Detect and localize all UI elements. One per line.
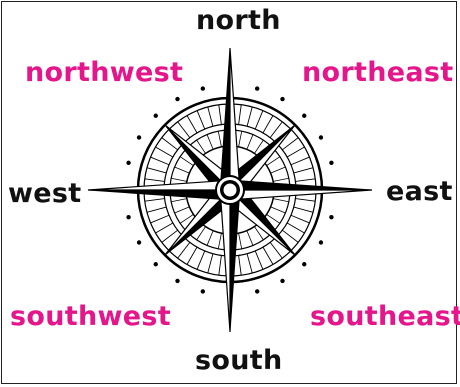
inner-tick xyxy=(171,178,187,181)
ring-dot xyxy=(302,114,306,118)
degree-tick xyxy=(162,138,178,150)
degree-tick xyxy=(162,230,178,242)
inner-tick xyxy=(247,231,253,246)
ring-dot xyxy=(302,262,306,266)
cardinal-point-light xyxy=(230,48,239,190)
degree-tick xyxy=(291,215,309,223)
degree-tick xyxy=(197,251,205,269)
cardinal-point-dark xyxy=(230,181,372,190)
ring-dot xyxy=(319,135,323,139)
ring-dot xyxy=(329,215,333,219)
degree-tick xyxy=(178,122,190,138)
ring-dot xyxy=(137,135,141,139)
degree-tick xyxy=(239,105,242,125)
degree-tick xyxy=(295,179,315,182)
cardinal-point-light xyxy=(221,190,230,332)
degree-tick xyxy=(287,147,304,157)
cardinal-point-dark xyxy=(230,190,239,332)
ring-dot xyxy=(175,97,179,101)
degree-tick xyxy=(255,111,263,129)
degree-tick xyxy=(282,138,298,150)
degree-tick xyxy=(247,254,252,273)
cardinal-point-dark xyxy=(88,190,230,199)
degree-tick xyxy=(219,105,222,125)
degree-tick xyxy=(208,107,213,126)
degree-tick xyxy=(197,111,205,129)
inner-tick xyxy=(239,233,242,249)
inner-tick xyxy=(207,135,213,150)
ring-dot xyxy=(255,86,259,90)
inner-tick xyxy=(218,131,221,147)
degree-tick xyxy=(255,251,263,269)
degree-tick xyxy=(145,179,165,182)
ring-dot xyxy=(255,289,259,293)
inner-tick xyxy=(271,167,286,173)
label-northwest: northwest xyxy=(25,58,183,88)
inner-tick xyxy=(273,178,289,181)
inner-tick xyxy=(175,167,190,173)
center-hub-dot xyxy=(224,184,237,197)
ring-dot xyxy=(319,240,323,244)
degree-tick xyxy=(294,207,313,212)
degree-tick xyxy=(263,247,273,264)
degree-tick xyxy=(270,122,282,138)
degree-tick xyxy=(187,247,197,264)
compass-rose-art xyxy=(88,48,372,332)
label-south: south xyxy=(195,346,282,376)
degree-tick xyxy=(151,157,169,165)
ring-dot xyxy=(154,262,158,266)
degree-tick xyxy=(263,116,273,133)
inner-tick xyxy=(207,231,213,246)
inner-tick xyxy=(175,207,190,213)
degree-tick xyxy=(147,168,166,173)
ring-dot xyxy=(154,114,158,118)
label-east: east xyxy=(386,177,453,207)
inner-tick xyxy=(239,131,242,147)
degree-tick xyxy=(151,215,169,223)
label-southwest: southwest xyxy=(10,302,171,332)
inner-tick xyxy=(218,233,221,249)
label-southeast: southeast xyxy=(310,302,460,332)
degree-tick xyxy=(287,223,304,233)
cardinal-point-light xyxy=(88,181,230,190)
inner-tick xyxy=(247,135,253,150)
degree-tick xyxy=(156,223,173,233)
cardinal-point-light xyxy=(230,190,372,199)
ring-dot xyxy=(137,240,141,244)
degree-tick xyxy=(295,199,315,202)
cardinal-point-dark xyxy=(221,48,230,190)
degree-tick xyxy=(156,147,173,157)
inner-tick xyxy=(271,207,286,213)
ring-dot xyxy=(280,279,284,283)
inner-tick xyxy=(273,199,289,202)
ring-dot xyxy=(126,161,130,165)
degree-tick xyxy=(208,254,213,273)
degree-tick xyxy=(282,230,298,242)
degree-tick xyxy=(145,199,165,202)
ring-dot xyxy=(280,97,284,101)
inner-tick xyxy=(171,199,187,202)
ring-dot xyxy=(126,215,130,219)
label-north: north xyxy=(196,6,281,36)
ring-dot xyxy=(201,289,205,293)
ring-dot xyxy=(201,86,205,90)
degree-tick xyxy=(270,242,282,258)
degree-tick xyxy=(219,255,222,275)
degree-tick xyxy=(291,157,309,165)
ring-dot xyxy=(329,161,333,165)
degree-tick xyxy=(147,207,166,212)
label-northeast: northeast xyxy=(302,58,453,88)
degree-tick xyxy=(178,242,190,258)
degree-tick xyxy=(247,107,252,126)
degree-tick xyxy=(239,255,242,275)
label-west: west xyxy=(8,179,81,209)
degree-tick xyxy=(187,116,197,133)
degree-tick xyxy=(294,168,313,173)
ring-dot xyxy=(175,279,179,283)
